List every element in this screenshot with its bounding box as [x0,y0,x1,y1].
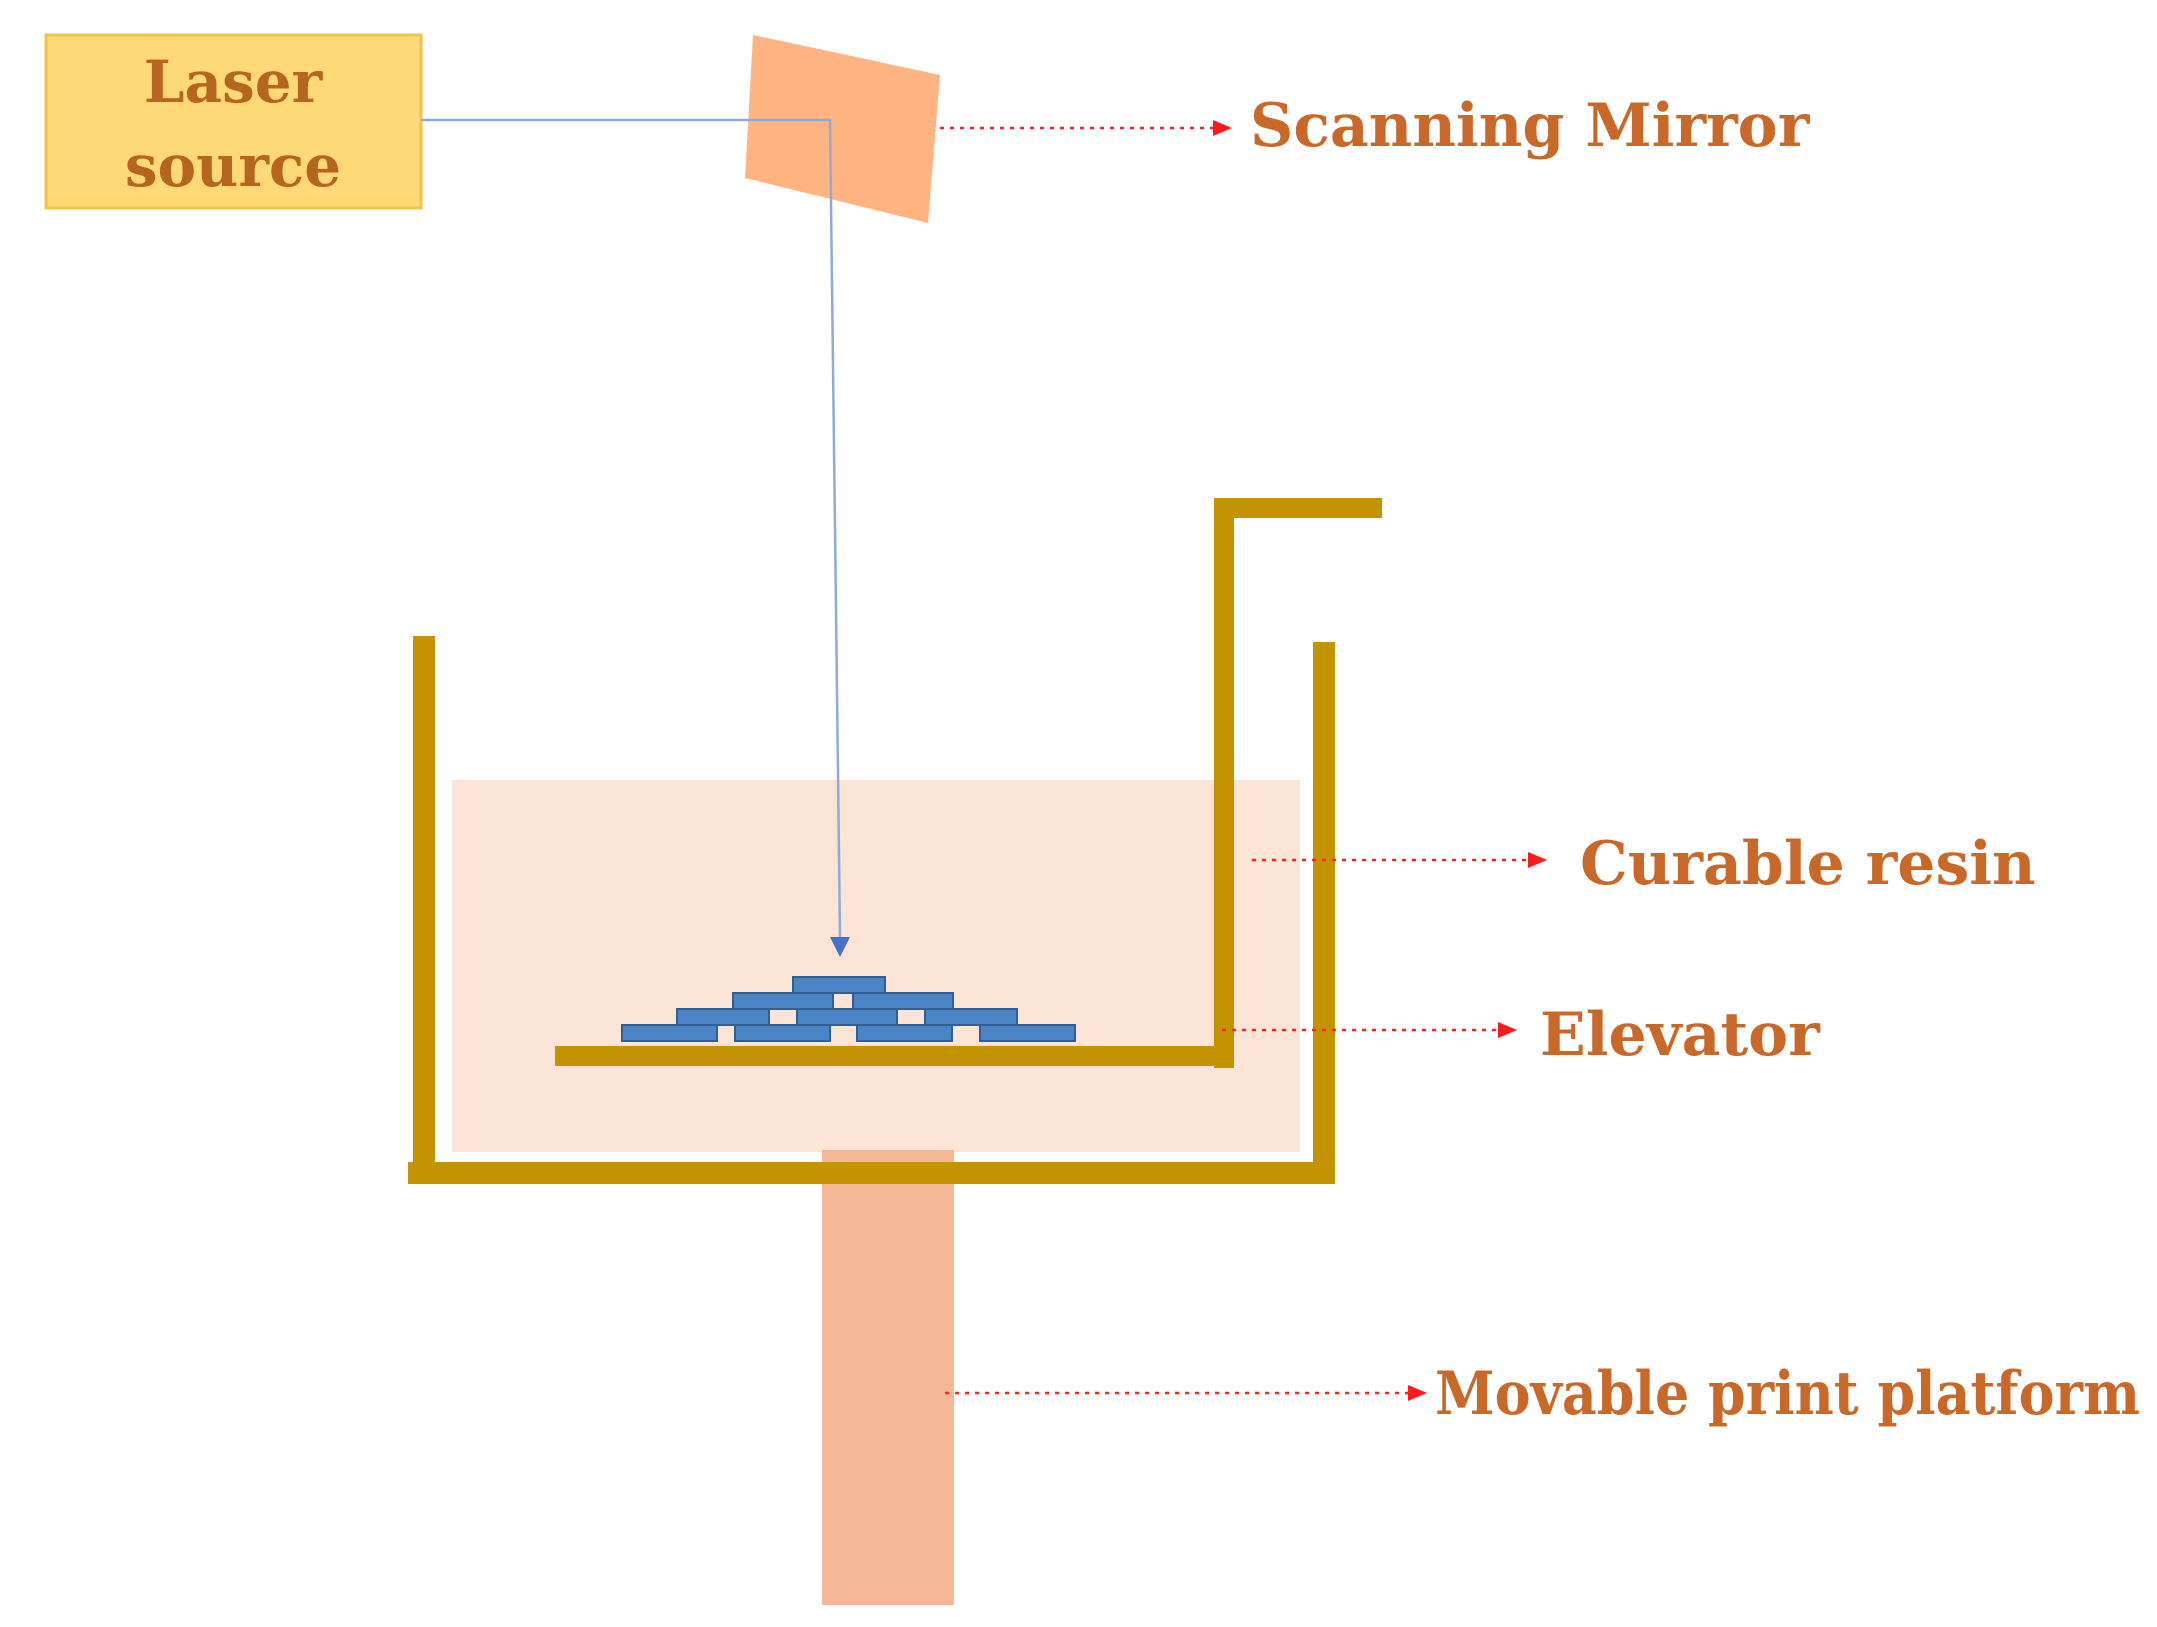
laser-beam [421,118,850,957]
movable-print-platform [822,1150,954,1605]
curable-resin-area [452,780,1300,1152]
leader-scanning-mirror [940,120,1232,136]
movable-platform-label: Movable print platform [1435,1359,2140,1429]
printed-part-layers [621,976,1076,1042]
leader-movable-platform [945,1385,1427,1401]
scanning-mirror [745,35,940,223]
leader-elevator [1222,1022,1517,1038]
resin-vat [408,636,1335,1184]
elevator [555,498,1382,1068]
laser-source-label-line2: source [125,132,341,200]
curable-resin-label: Curable resin [1580,829,2036,899]
laser-source-label-line1: Laser [144,48,324,116]
scanning-mirror-label: Scanning Mirror [1250,91,1811,161]
leader-curable-resin [1252,852,1547,868]
laser-source-box: Laser source [44,33,423,210]
elevator-label: Elevator [1540,1000,1821,1070]
